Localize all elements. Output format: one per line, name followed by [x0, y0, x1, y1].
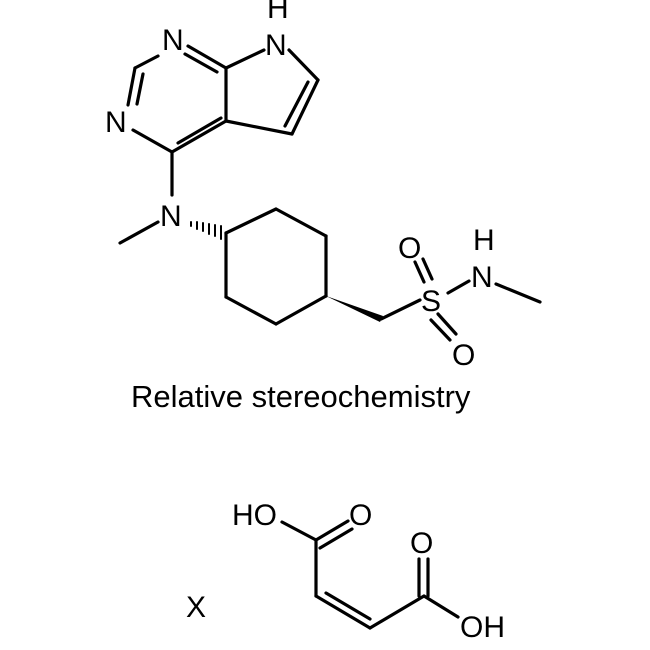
sulfonyl-bonds — [413, 257, 542, 342]
atom-maleic-o-left: O — [349, 499, 372, 532]
cyclohexane-ring — [224, 207, 328, 326]
bond-c4-c5 — [274, 294, 328, 326]
bond-c4-n3-double — [183, 52, 219, 74]
bond-c2-c3-double — [324, 591, 372, 621]
atom-maleic-ho: HO — [232, 499, 277, 532]
pyrrole-ring — [224, 48, 320, 136]
bond-ch2-s — [379, 298, 422, 321]
bond-c6-c5 — [170, 119, 228, 154]
bond-ho-c1 — [280, 520, 318, 542]
hashed-wedge-bond — [190, 221, 222, 240]
atom-sulfur: S — [421, 285, 441, 318]
atom-o-sulfonyl-top: O — [398, 232, 421, 265]
pyrimidine-ring — [126, 44, 228, 154]
bond-c3-c4 — [368, 594, 426, 630]
bond-c5-c6 — [224, 295, 278, 326]
atom-n-sulfonamide: N — [471, 261, 493, 294]
bond-s-o-top-b — [421, 257, 434, 281]
n-methyl-amine — [118, 150, 174, 245]
bond-c4-n3 — [186, 44, 228, 70]
bond-c6-c5-double — [176, 116, 223, 145]
atom-maleic-oh: OH — [460, 611, 505, 644]
bond-c2-c3 — [274, 207, 328, 238]
bond-s-o-top-a — [413, 260, 426, 284]
bond-s-o-bottom-a — [429, 318, 452, 342]
bond-n1-c6 — [131, 128, 174, 154]
bond-s-n — [446, 279, 471, 295]
atom-n-amine: N — [160, 200, 182, 233]
solid-wedge-bond — [326, 296, 383, 322]
bond-c1-c2 — [224, 207, 278, 235]
bond-c4-oh — [422, 594, 460, 619]
bond-c1-o-b — [318, 527, 354, 550]
bond-n-methyl — [494, 282, 542, 304]
atom-n-pyrrole-h: H — [267, 0, 289, 25]
bond-c2-n1-double — [135, 72, 145, 106]
bond-c8-c9 — [290, 78, 320, 136]
bond-c4-n7 — [224, 48, 266, 70]
caption-relative-stereochemistry: Relative stereochemistry — [131, 379, 471, 414]
salt-multiplier: X — [186, 591, 206, 624]
bond-n-amine-methyl — [118, 220, 160, 245]
bond-c9-c5 — [224, 119, 294, 136]
atom-maleic-o-right: O — [410, 527, 433, 560]
bond-n7-c8 — [287, 48, 320, 82]
atom-n-pyrrole: N — [265, 29, 287, 62]
atom-n-pyrimidine-top: N — [162, 24, 184, 57]
main-compound: N N N H N S O O N H — [105, 0, 542, 372]
bond-n3-c2 — [133, 54, 160, 70]
atom-n-sulfonamide-h: H — [473, 224, 495, 257]
bond-c1-o-a — [314, 519, 350, 542]
bond-s-o-bottom-b — [436, 312, 458, 336]
maleic-acid: HO O O OH — [232, 499, 505, 644]
bond-c2-c3 — [314, 594, 372, 630]
atom-o-sulfonyl-bottom: O — [452, 339, 475, 372]
bond-c8-c9-double — [283, 80, 310, 128]
atom-n-pyrimidine-left: N — [105, 106, 127, 139]
bond-c2-n1 — [126, 66, 137, 107]
